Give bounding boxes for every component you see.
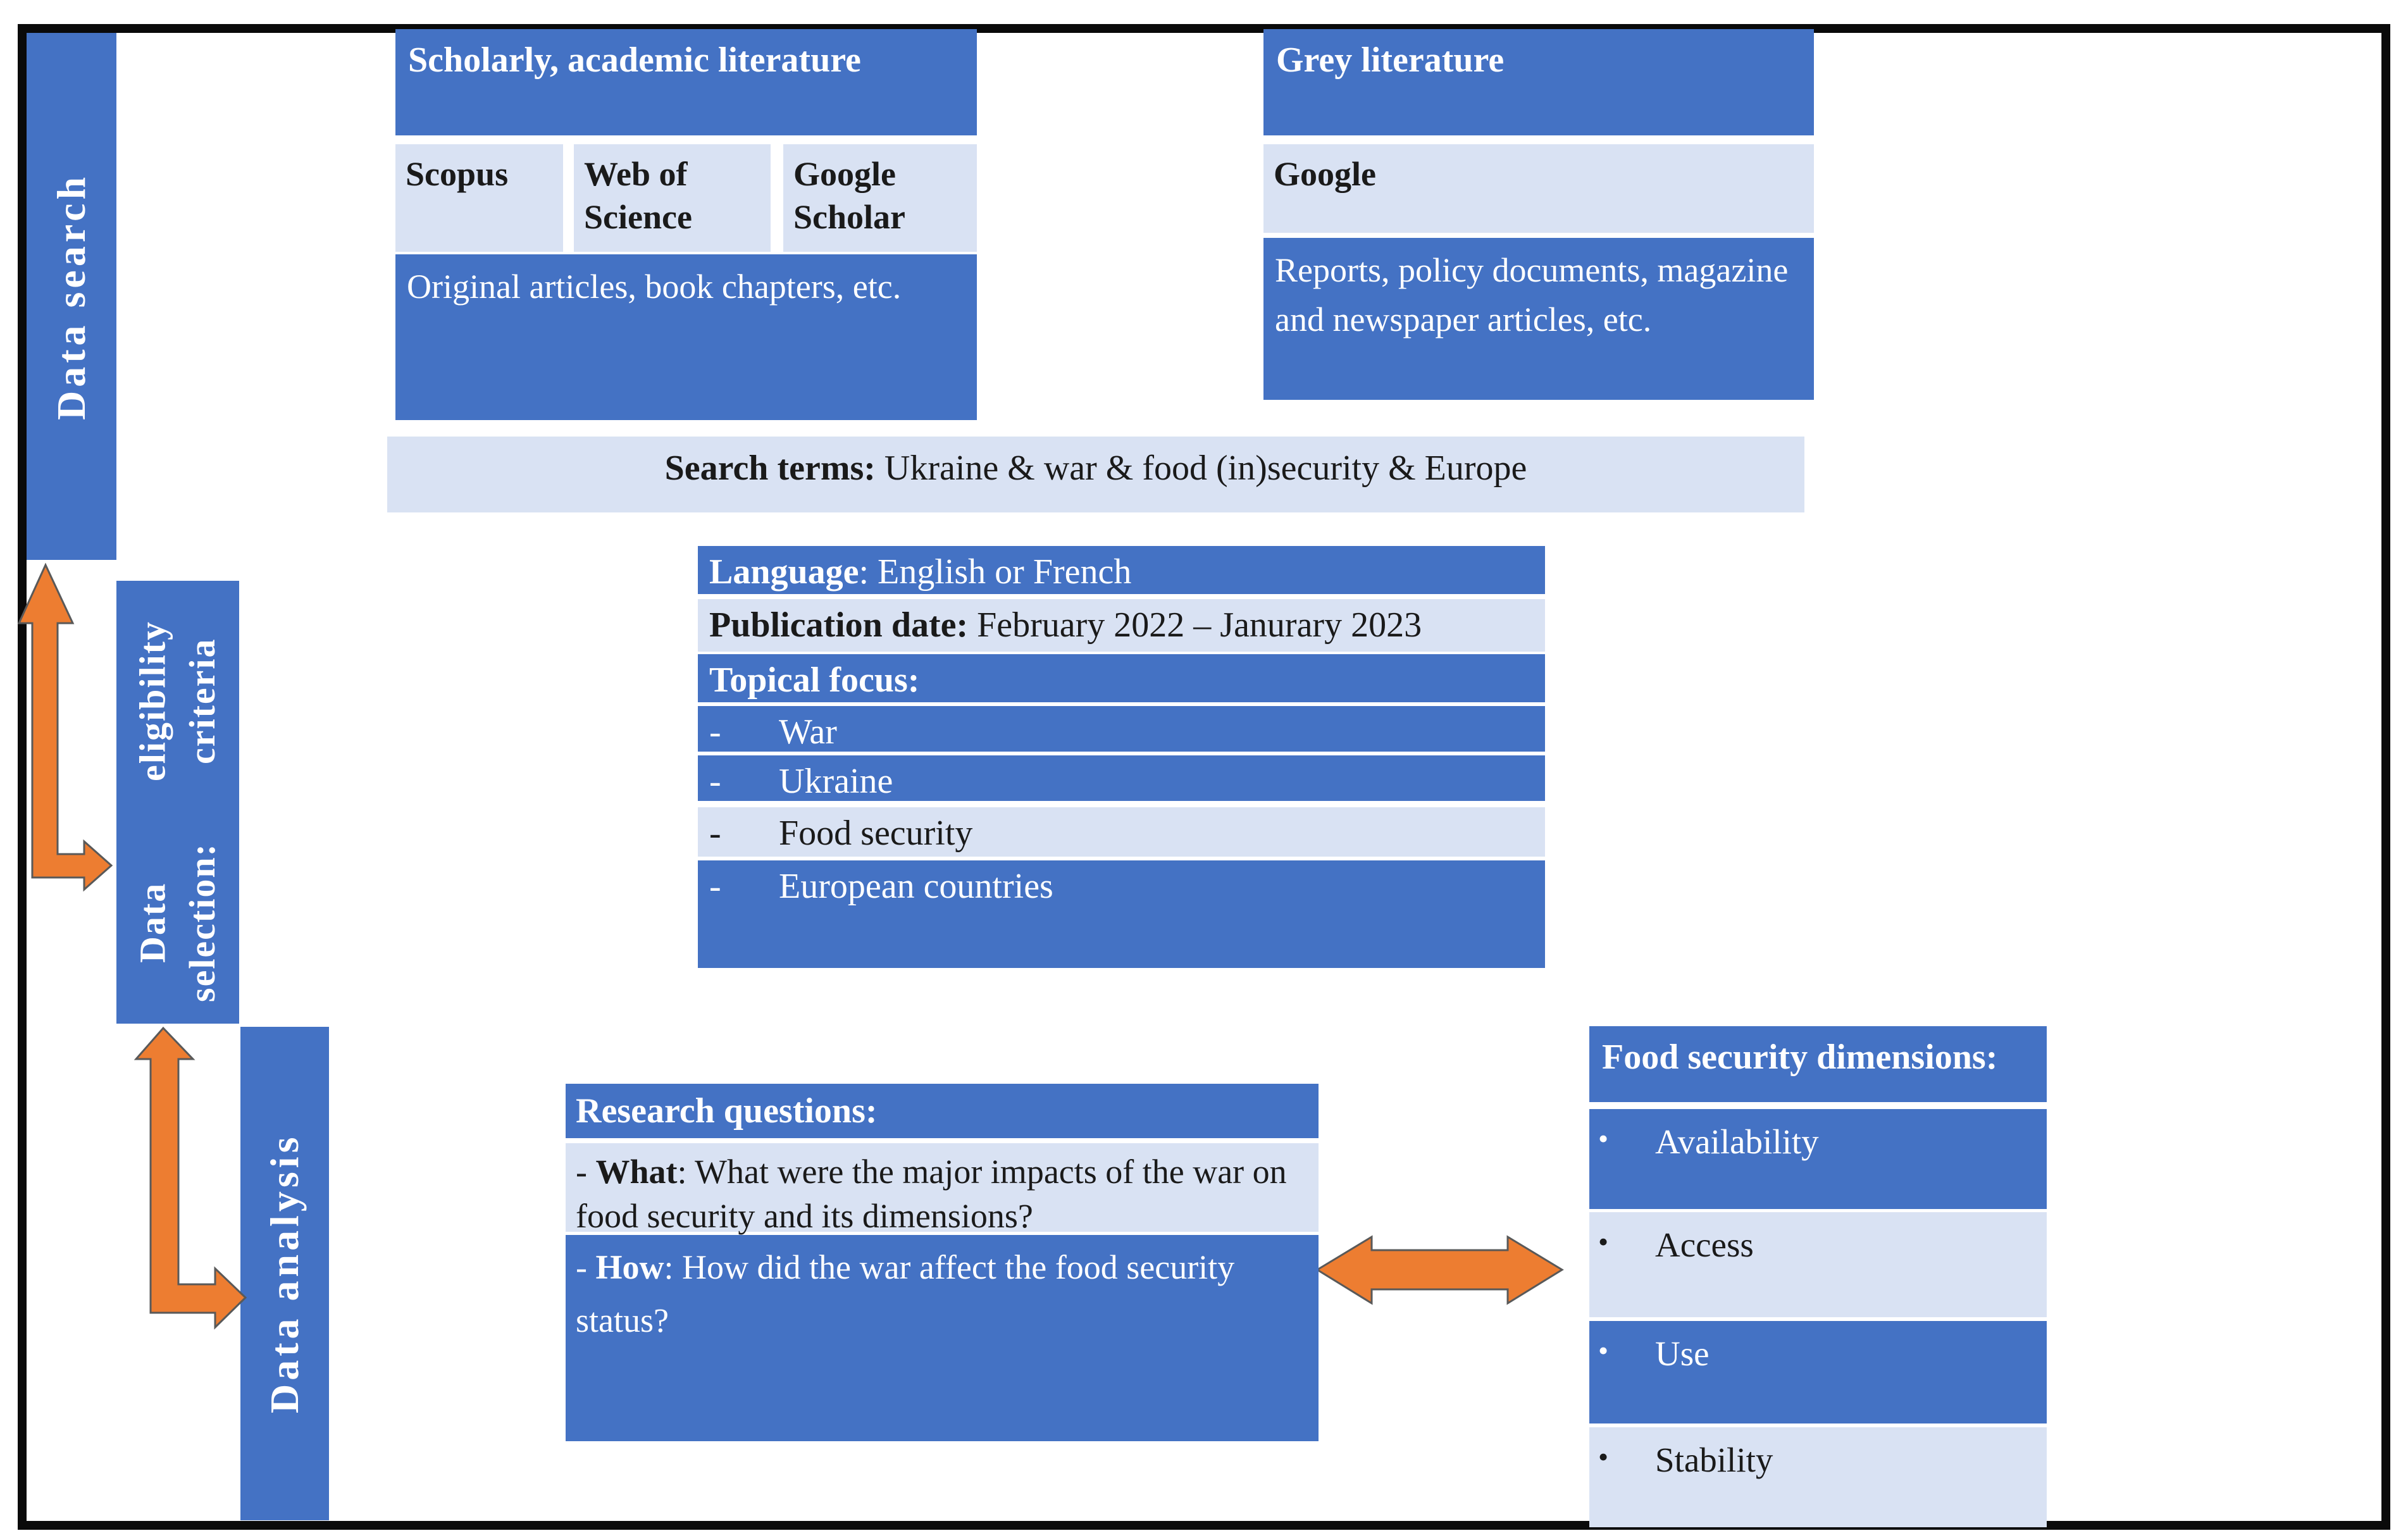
- bullet-marker: •: [1598, 1122, 1609, 1155]
- bullet-marker: •: [1598, 1334, 1609, 1367]
- flow-arrow-analysis-to-selection-icon: [133, 1026, 247, 1330]
- research-question-what: - What: What were the major impacts of t…: [566, 1143, 1319, 1235]
- stage-label-line2: eligibility criteria: [132, 621, 223, 782]
- dimension-row-access: • Access: [1589, 1212, 2047, 1317]
- topic-row-food-security: - Food security: [698, 807, 1545, 857]
- dash-marker: -: [709, 712, 721, 752]
- dash-marker: -: [709, 814, 721, 853]
- topic-row-european-countries: - European countries: [698, 860, 1545, 968]
- grey-literature-title: Grey literature: [1276, 40, 1505, 80]
- database-cell-google: Google: [1263, 144, 1814, 233]
- scholarly-literature-header: Scholarly, academic literature: [395, 29, 977, 135]
- topic-row-ukraine: - Ukraine: [698, 755, 1545, 801]
- search-terms-label: Search terms:: [664, 449, 876, 488]
- stage-label-data-analysis: Data analysis: [261, 1133, 307, 1414]
- flow-arrow-selection-to-search-icon: [17, 562, 113, 892]
- dimension-row-availability: • Availability: [1589, 1109, 2047, 1209]
- dimension-row-stability: • Stability: [1589, 1427, 2047, 1527]
- criteria-language-row: Language: English or French: [698, 546, 1545, 594]
- bullet-marker: •: [1598, 1441, 1609, 1473]
- database-cell-scopus: Scopus: [395, 144, 563, 252]
- database-cell-google-scholar: Google Scholar: [783, 144, 977, 252]
- dimension-row-use: • Use: [1589, 1321, 2047, 1423]
- research-questions-header: Research questions:: [566, 1084, 1319, 1138]
- stage-label-data-search: Data search: [48, 173, 94, 420]
- scholarly-literature-title: Scholarly, academic literature: [408, 40, 861, 80]
- grey-document-types-box: Reports, policy documents, magazine and …: [1263, 238, 1814, 400]
- research-question-how: - How: How did the war affect the food s…: [566, 1235, 1319, 1441]
- search-terms-bar: Search terms: Ukraine & war & food (in)s…: [387, 437, 1804, 512]
- double-arrow-questions-dimensions-icon: [1315, 1235, 1564, 1305]
- criteria-publication-date-row: Publication date: February 2022 – Janura…: [698, 599, 1545, 652]
- dash-marker: -: [709, 762, 721, 801]
- grey-literature-header: Grey literature: [1263, 29, 1814, 135]
- stage-label-line1: Data selection:: [132, 843, 223, 1002]
- search-terms-value: Ukraine & war & food (in)security & Euro…: [875, 449, 1527, 488]
- bullet-marker: •: [1598, 1225, 1609, 1258]
- stage-bar-data-search: Data search: [27, 33, 116, 560]
- criteria-topical-focus-row: Topical focus:: [698, 654, 1545, 702]
- dash-marker: -: [709, 867, 721, 906]
- food-security-dimensions-header: Food security dimensions:: [1589, 1026, 2047, 1102]
- topic-row-war: - War: [698, 706, 1545, 752]
- scholarly-document-types-box: Original articles, book chapters, etc.: [395, 254, 977, 420]
- stage-label-data-selection: Data selection: eligibility criteria: [116, 581, 239, 1024]
- stage-bar-data-analysis: Data analysis: [240, 1027, 329, 1520]
- stage-bar-data-selection: Data selection: eligibility criteria: [116, 581, 239, 1024]
- database-cell-web-of-science: Web of Science: [574, 144, 771, 252]
